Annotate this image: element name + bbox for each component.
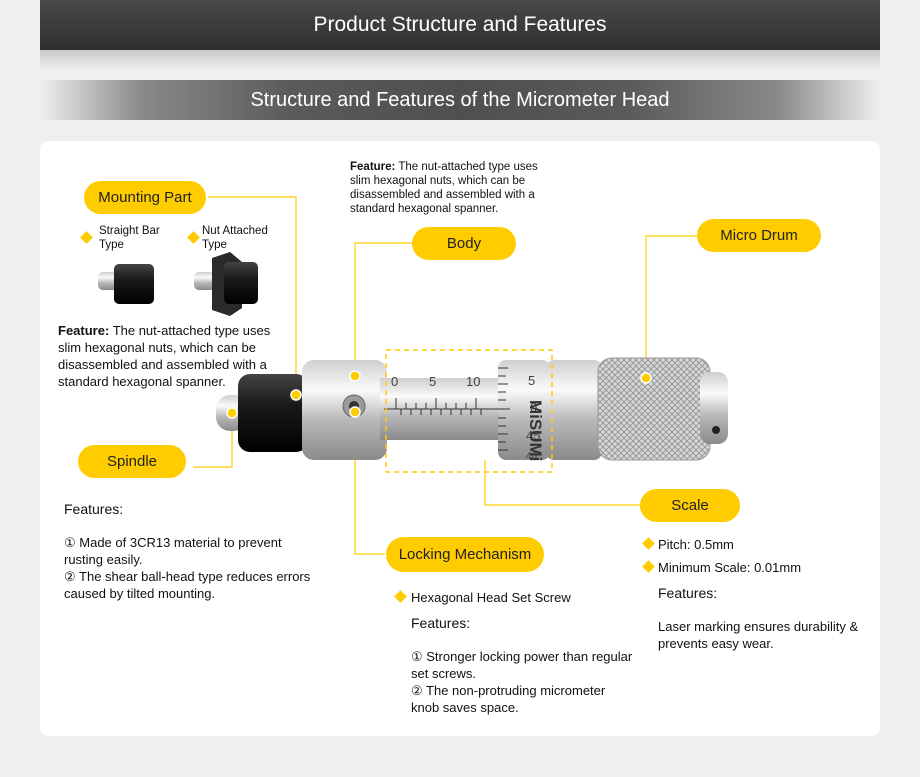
sleeve-label-10: 10 xyxy=(466,374,481,389)
locking-item: Hexagonal Head Set Screw xyxy=(411,590,571,605)
locking-mechanism-label: Locking Mechanism xyxy=(386,537,544,572)
top-feature-text: The nut-attached type uses slim hexagona… xyxy=(350,161,538,215)
top-feature-lead: Feature: xyxy=(350,161,396,173)
leader-dots xyxy=(226,370,652,419)
page-title: Product Structure and Features xyxy=(313,13,607,36)
sleeve-ticks xyxy=(395,398,482,415)
sleeve-label-5: 5 xyxy=(429,374,437,389)
drum-label-45: 45 xyxy=(526,428,541,443)
mounting-feature-note: Feature: The nut-attached type uses slim… xyxy=(58,322,288,390)
micrometer-head xyxy=(216,349,728,473)
mounting-feature-text: The nut-attached type uses slim hexagona… xyxy=(58,323,271,389)
drum-label-40: 40 xyxy=(526,451,538,462)
brand-logo: MiSUMi xyxy=(526,400,545,462)
micro-drum-label: Micro Drum xyxy=(697,219,821,252)
scale-label: Scale xyxy=(640,489,740,522)
leader-lines xyxy=(193,196,697,555)
sleeve-label-0: 0 xyxy=(391,374,399,389)
drum-label-0: 0 xyxy=(530,400,538,415)
locking-features-title: Features: xyxy=(411,615,471,631)
section-header: Structure and Features of the Micrometer… xyxy=(40,80,880,120)
scale-minimum: Minimum Scale: 0.01mm xyxy=(658,560,802,575)
spindle-feature-2: ② The shear ball-head type reduces error… xyxy=(64,569,311,601)
spindle-feature-1: ① Made of 3CR13 material to prevent rust… xyxy=(64,535,282,567)
locking-feature-1: ① Stronger locking power than regular se… xyxy=(411,649,633,681)
page-header: Product Structure and Features xyxy=(40,0,880,50)
drum-ticks xyxy=(498,367,510,451)
mounting-part-label: Mounting Part xyxy=(84,181,206,214)
straight-bar-type-label: Straight Bar Type xyxy=(99,225,160,251)
drum-label-5: 5 xyxy=(528,373,536,388)
top-feature-note: Feature: The nut-attached type uses slim… xyxy=(350,160,555,216)
mounting-feature-lead: Feature: xyxy=(58,323,110,338)
scale-features-title: Features: xyxy=(658,585,718,601)
scale-feature-text: Laser marking ensures durability & preve… xyxy=(658,619,859,651)
straight-bar-type-image xyxy=(98,264,154,304)
body-label: Body xyxy=(412,227,516,260)
locking-feature-2: ② The non-protruding micrometer knob sav… xyxy=(411,683,606,715)
header-shadow xyxy=(40,50,880,70)
nut-attached-type-image xyxy=(194,252,258,316)
section-title: Structure and Features of the Micrometer… xyxy=(250,88,670,111)
spindle-label: Spindle xyxy=(78,445,186,478)
scale-pitch: Pitch: 0.5mm xyxy=(658,537,734,552)
nut-attached-type-label: Nut Attached Type xyxy=(202,225,268,251)
spindle-features-title: Features: xyxy=(64,501,124,517)
